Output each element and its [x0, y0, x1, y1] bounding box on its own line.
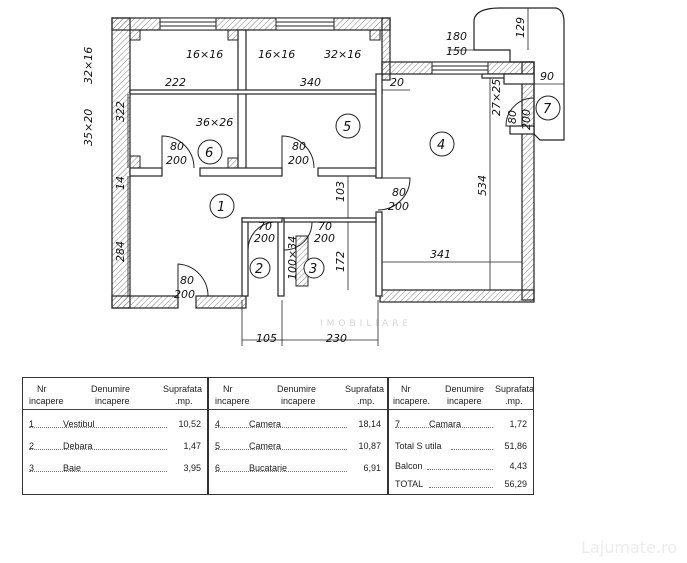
door-5-w: 80 — [292, 140, 306, 153]
vent-shafts — [129, 29, 381, 287]
header-mp: .mp. — [175, 396, 193, 406]
area-table-1: Nr incapere Denumire incapere Suprafata … — [22, 377, 208, 495]
windows — [159, 17, 489, 75]
dim-16x16-b: 16×16 — [258, 48, 295, 61]
inner-walls — [129, 29, 523, 297]
room-label-3: 3 — [309, 262, 317, 277]
room-label-2: 2 — [255, 262, 263, 277]
door-6-w: 80 — [170, 140, 184, 153]
dim-284: 284 — [114, 241, 127, 262]
header-denumire-incapere: incapere — [281, 396, 316, 406]
site-logo: Lajumate.ro — [581, 538, 677, 557]
dim-36x26: 36×26 — [196, 116, 233, 129]
table-header: Nr incapere Denumire incapere Suprafata … — [209, 383, 387, 410]
door-1-h: 200 — [174, 288, 195, 301]
room-label-7: 7 — [543, 102, 552, 117]
header-denumire: Denumire — [277, 384, 317, 394]
header-incapere: incapere — [215, 396, 250, 406]
dim-16x16-a: 16×16 — [186, 48, 223, 61]
door-2-w: 70 — [258, 220, 272, 233]
header-suprafata: Suprafata — [495, 384, 535, 394]
dim-180: 180 — [446, 30, 467, 43]
header-denumire: Denumire — [445, 384, 485, 394]
door-1-w: 80 — [180, 274, 194, 287]
room-label-1: 1 — [217, 200, 225, 215]
header-mp: .mp. — [505, 396, 523, 406]
dimension-lines — [127, 8, 564, 346]
door-3-w: 70 — [318, 220, 332, 233]
dim-230: 230 — [326, 332, 347, 345]
room-label-5: 5 — [343, 120, 351, 135]
dim-35x20: 35×20 — [82, 109, 95, 146]
header-denumire: Denumire — [91, 384, 131, 394]
dim-105: 105 — [256, 332, 277, 345]
header-mp: .mp. — [357, 396, 375, 406]
dim-340: 340 — [300, 76, 321, 89]
room-label-6: 6 — [205, 146, 213, 161]
door-5-h: 200 — [288, 154, 309, 167]
dim-100x34: 100×34 — [286, 236, 299, 280]
door-4-w: 80 — [392, 186, 406, 199]
dim-534: 534 — [476, 175, 489, 196]
dim-150: 150 — [446, 45, 467, 58]
room-label-4: 4 — [437, 138, 445, 153]
dim-129: 129 — [514, 17, 527, 38]
header-incapere: incapere. — [393, 396, 431, 406]
door-2-h: 200 — [254, 232, 275, 245]
header-suprafata: Suprafata — [163, 384, 203, 394]
room-markers — [197, 95, 561, 279]
door-3-h: 200 — [314, 232, 335, 245]
dim-341: 341 — [430, 248, 451, 261]
header-nr: Nr — [223, 384, 233, 394]
dim-20: 20 — [390, 76, 404, 89]
door-7-h: 200 — [520, 109, 533, 130]
door-7-w: 80 — [506, 110, 519, 124]
header-nr: Nr — [401, 384, 411, 394]
floor-plan: 6 5 4 1 2 3 7 16×16 16×16 32×16 222 340 … — [82, 7, 565, 346]
table-header: Nr incapere. Denumire incapere Suprafata… — [389, 383, 535, 410]
door-6-h: 200 — [166, 154, 187, 167]
door-4-h: 200 — [388, 200, 409, 213]
dim-103: 103 — [334, 181, 347, 202]
dim-90: 90 — [540, 70, 554, 83]
dim-32x16-left: 32×16 — [82, 47, 95, 84]
balcony — [473, 7, 565, 141]
area-table-3: Nr incapere. Denumire incapere Suprafata… — [388, 377, 534, 495]
area-table-2: Nr incapere Denumire incapere Suprafata … — [208, 377, 388, 495]
header-suprafata: Suprafata — [345, 384, 385, 394]
dim-222: 222 — [165, 76, 186, 89]
table-header: Nr incapere Denumire incapere Suprafata … — [23, 383, 207, 410]
dim-27x25: 27×25 — [490, 79, 503, 116]
header-denumire-incapere: incapere — [95, 396, 130, 406]
dim-14: 14 — [114, 176, 127, 190]
dim-172: 172 — [334, 251, 347, 272]
watermark: IMOBILIARE — [320, 319, 412, 329]
header-denumire-incapere: incapere — [447, 396, 482, 406]
header-incapere: incapere — [29, 396, 64, 406]
header-nr: Nr — [37, 384, 47, 394]
dim-322: 322 — [114, 101, 127, 122]
dim-32x16-top: 32×16 — [324, 48, 361, 61]
